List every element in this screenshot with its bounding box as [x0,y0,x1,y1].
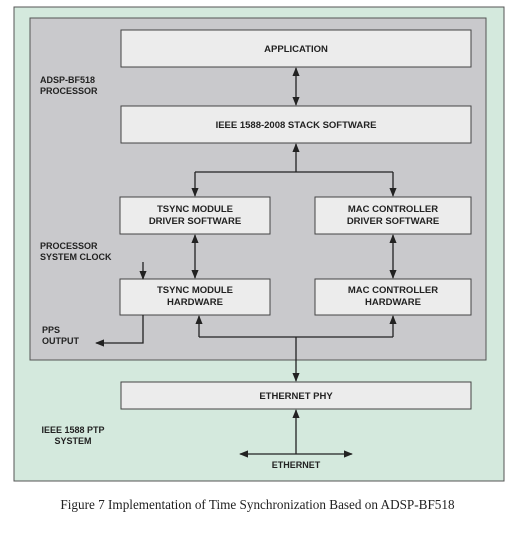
tsync-driver-box: TSYNC MODULE DRIVER SOFTWARE [119,196,271,235]
processor-label-line1: ADSP-BF518 [40,75,95,85]
tsync-hardware-line1: TSYNC MODULE [157,285,233,296]
mac-hardware-line1: MAC CONTROLLER [348,285,438,296]
tsync-hardware-box: TSYNC MODULE HARDWARE [119,278,271,316]
pps-label-line1: PPS [42,325,60,335]
ethernet-label: ETHERNET [272,460,321,470]
tsync-driver-line2: DRIVER SOFTWARE [149,216,241,227]
clock-label-line2: SYSTEM CLOCK [40,252,112,262]
mac-hardware-box: MAC CONTROLLER HARDWARE [314,278,472,316]
mac-hardware-line2: HARDWARE [365,297,421,308]
ethernet-phy-box: ETHERNET PHY [120,381,472,410]
tsync-driver-line1: TSYNC MODULE [157,204,233,215]
connectors [95,67,397,458]
pps-label-line2: OUTPUT [42,336,80,346]
application-box-text: APPLICATION [264,44,328,55]
ethernet-phy-box-text: ETHERNET PHY [259,391,333,402]
tsync-hardware-line2: HARDWARE [167,297,223,308]
mac-driver-line2: DRIVER SOFTWARE [347,216,439,227]
application-box: APPLICATION [120,29,472,68]
figure-caption: Figure 7 Implementation of Time Synchron… [60,497,455,512]
mac-driver-box: MAC CONTROLLER DRIVER SOFTWARE [314,196,472,235]
system-label-line2: SYSTEM [54,436,91,446]
stack-software-box-text: IEEE 1588-2008 STACK SOFTWARE [216,120,377,131]
clock-label-line1: PROCESSOR [40,241,98,251]
pps-arrow [95,315,144,347]
processor-label-line2: PROCESSOR [40,86,98,96]
stack-software-box: IEEE 1588-2008 STACK SOFTWARE [120,105,472,144]
mac-driver-line1: MAC CONTROLLER [348,204,438,215]
system-label-line1: IEEE 1588 PTP [41,425,104,435]
ptp-system-diagram: APPLICATION IEEE 1588-2008 STACK SOFTWAR… [13,6,505,482]
